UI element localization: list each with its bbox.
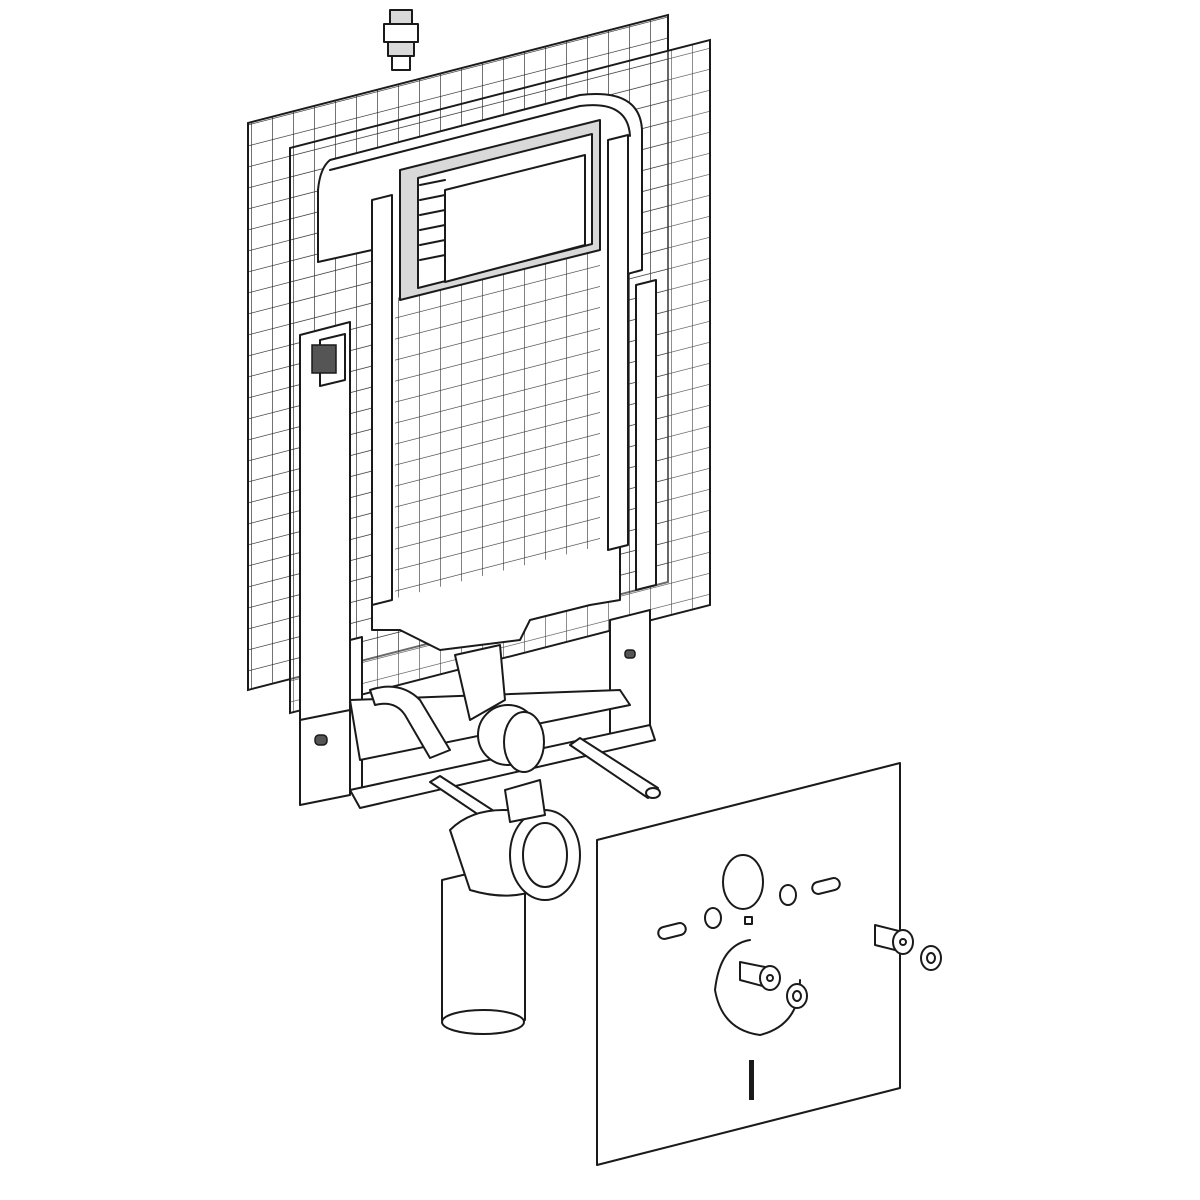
fixing-bolts	[739, 924, 914, 991]
flush-pipe	[369, 644, 545, 773]
supply-valve	[383, 9, 419, 71]
waste-bend	[441, 779, 581, 1035]
actuator-opening	[399, 119, 601, 301]
washers	[786, 945, 942, 1009]
